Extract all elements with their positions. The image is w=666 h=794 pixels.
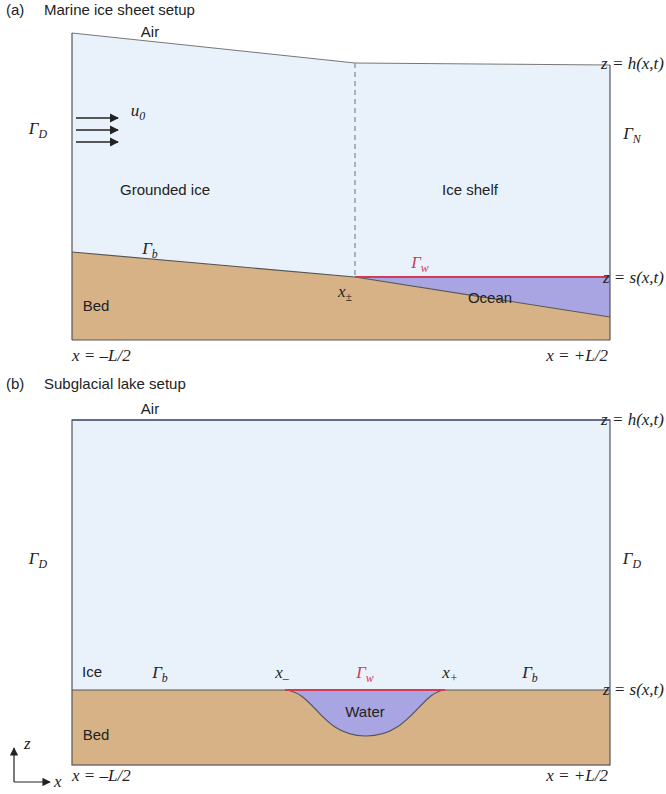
frame-line <box>609 65 610 340</box>
axis-label: x <box>54 773 62 792</box>
frame-line <box>71 33 72 340</box>
lake-edge-label: x– <box>275 664 289 685</box>
panel-title: Subglacial lake setup <box>44 376 186 393</box>
region-label: Bed <box>83 727 110 744</box>
inflow-arrow <box>76 117 118 118</box>
boundary-label: ΓD <box>29 120 47 141</box>
bed-line <box>72 252 610 317</box>
domain-label: x = –L/2 <box>72 347 131 366</box>
domain-label: x = –L/2 <box>72 767 131 786</box>
panel-letter: (b) <box>6 376 24 393</box>
region-label: Bed <box>83 298 110 315</box>
frame-line <box>72 339 610 340</box>
panel-letter: (a) <box>6 2 24 19</box>
boundary-label: ΓD <box>29 550 47 571</box>
boundary-label: ΓN <box>623 125 641 146</box>
velocity-label: u0 <box>131 102 145 123</box>
region-label: Air <box>141 401 159 418</box>
boundary-label: ΓD <box>623 550 641 571</box>
ice-region <box>72 420 610 690</box>
boundary-label: Γb <box>522 664 538 685</box>
domain-label: x = +L/2 <box>546 347 608 366</box>
surface-label: z = s(x,t) <box>603 269 664 288</box>
region-label: Grounded ice <box>120 182 210 199</box>
grounding-label: x± <box>338 283 352 304</box>
frame-line <box>72 420 610 765</box>
lake-edge-label: x+ <box>442 664 458 685</box>
grounding-line <box>354 63 355 277</box>
boundary-label: Γw <box>356 664 374 685</box>
region-label: Ice <box>82 664 102 681</box>
region-label: Air <box>141 24 159 41</box>
axis-arrow <box>13 748 14 782</box>
bed-line <box>72 690 610 736</box>
ice-water-interface <box>285 689 445 691</box>
surface-label: z = h(x,t) <box>601 55 664 74</box>
bed-region <box>72 690 610 765</box>
inflow-arrow <box>76 129 118 130</box>
panel-title: Marine ice sheet setup <box>44 2 195 19</box>
boundary-label: Γw <box>411 254 429 275</box>
ice-ocean-interface <box>355 276 610 278</box>
inflow-arrow <box>76 141 118 142</box>
domain-label: x = +L/2 <box>546 767 608 786</box>
axis-arrow <box>14 781 50 782</box>
boundary-label: Γb <box>142 240 158 261</box>
region-label: Water <box>345 704 384 721</box>
surface-label: z = s(x,t) <box>603 681 664 700</box>
ice-region <box>72 33 610 277</box>
boundary-label: Γb <box>152 664 168 685</box>
surface-label: z = h(x,t) <box>601 411 664 430</box>
region-label: Ice shelf <box>442 182 498 199</box>
lake-region <box>285 690 445 736</box>
axis-label: z <box>24 735 31 754</box>
region-label: Ocean <box>468 290 512 307</box>
bed-region <box>72 252 610 340</box>
